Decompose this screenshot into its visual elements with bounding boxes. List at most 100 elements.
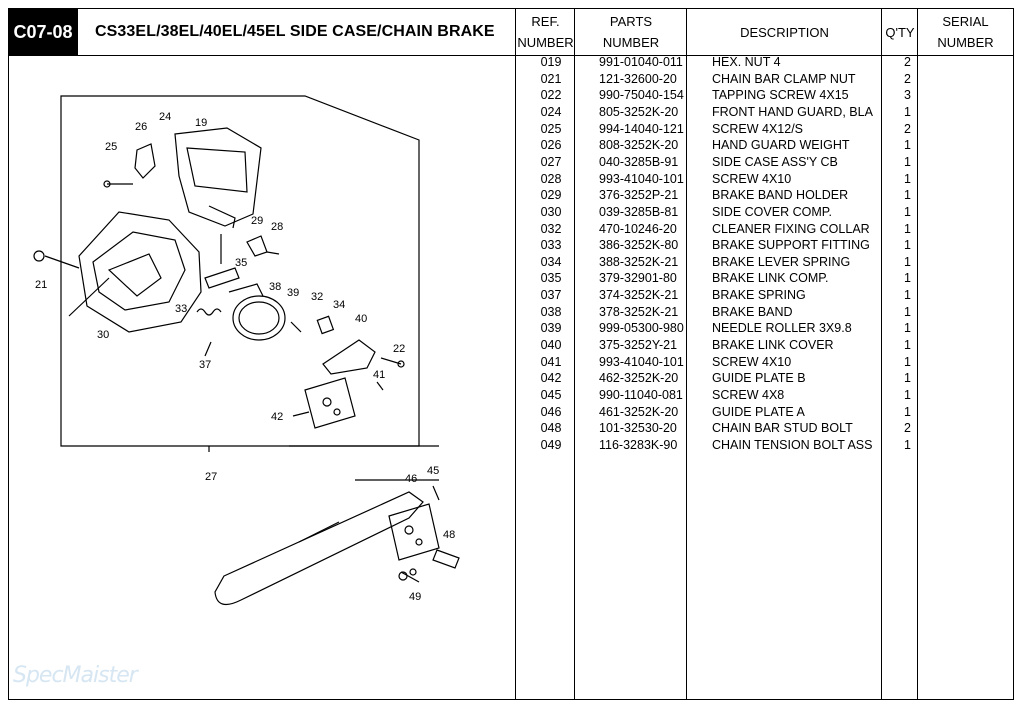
part-number-cell: 388-3252K-21 [599,254,679,269]
qty-cell: 2 [904,71,911,86]
qty-cell: 1 [904,238,911,253]
ref-number-cell: 034 [540,254,562,269]
callout-label: 46 [405,473,417,485]
part-number-cell: 990-75040-154 [599,88,684,103]
part-number-cell: 121-32600-20 [599,71,677,86]
callout-label: 32 [311,291,323,303]
description-cell: FRONT HAND GUARD, BLA [712,104,873,119]
part-number-cell: 040-3285B-91 [599,154,679,169]
qty-header: Q'TY [885,24,915,40]
hex-nut [33,250,45,262]
qty-cell: 1 [904,288,911,303]
qty-cell: 1 [904,371,911,386]
callout-label: 38 [269,281,281,293]
ref-number-cell: 033 [540,238,562,253]
ref-number-cell: 037 [540,288,562,303]
callout-label: 35 [235,257,247,269]
stud-bolt [432,549,460,569]
qty-cell: 1 [904,338,911,353]
ref-number-cell: 041 [540,354,562,369]
table-row: 030 039-3285B-81 SIDE COVER COMP. 1 [9,204,1009,221]
description-cell: CHAIN TENSION BOLT ASS [712,437,873,452]
guide-plate-a [388,503,440,561]
ref-number-cell: 029 [540,188,562,203]
qty-cell: 1 [904,354,911,369]
ref-number-cell: 025 [540,121,562,136]
description-cell: GUIDE PLATE A [712,404,805,419]
description-cell: SCREW 4X10 [712,171,792,186]
description-cell: BRAKE LINK COMP. [712,271,829,286]
part-number-cell: 999-05300-980 [599,321,684,336]
ref-header-line1: REF. [531,14,560,29]
callout-label: 19 [195,117,207,129]
callout-label: 34 [333,299,345,311]
ref-number-cell: 030 [540,204,562,219]
part-number-cell: 461-3252K-20 [599,404,679,419]
description-cell: CHAIN BAR STUD BOLT [712,421,853,436]
description-cell: CLEANER FIXING COLLAR [712,221,870,236]
parts-header-line1: PARTS [609,14,653,29]
part-number-cell: 805-3252K-20 [599,104,679,119]
qty-cell: 1 [904,388,911,402]
parts-header-line2: NUMBER [602,35,660,50]
page-title: CS33EL/38EL/40EL/45EL SIDE CASE/CHAIN BR… [95,23,495,40]
description-cell: BRAKE LEVER SPRING [712,254,851,269]
qty-cell: 2 [904,421,911,436]
callout-label: 41 [373,369,385,381]
table-row: 033 386-3252K-80 BRAKE SUPPORT FITTING 1 [9,237,1009,254]
part-number-cell: 386-3252K-80 [599,238,679,253]
qty-cell: 3 [904,88,911,103]
ref-number-cell: 048 [540,421,562,436]
part-number-cell: 375-3252Y-21 [599,338,678,353]
table-row: 034 388-3252K-21 BRAKE LEVER SPRING 1 [9,254,1009,271]
ref-number-cell: 042 [540,371,562,386]
description-cell: SIDE COVER COMP. [712,204,832,219]
column-divider [686,9,687,699]
part-number-cell: 378-3252K-21 [599,304,679,319]
ref-number-cell: 038 [540,304,562,319]
description-cell: CHAIN BAR CLAMP NUT [712,71,856,86]
part-number-cell: 993-41040-101 [599,171,684,186]
code-divider [9,9,78,56]
chain-bar [214,491,424,606]
ref-number-cell: 028 [540,171,562,186]
qty-cell: 2 [904,55,911,69]
part-number-cell: 991-01040-011 [599,55,683,69]
callout-label: 33 [175,303,187,315]
qty-cell: 1 [904,254,911,269]
section-code: C07-08 [9,9,77,55]
qty-cell: 1 [904,404,911,419]
part-number-cell: 374-3252K-21 [599,288,679,303]
part-number-cell: 470-10246-20 [599,221,677,236]
description-cell: HAND GUARD WEIGHT [712,138,850,153]
description-cell: GUIDE PLATE B [712,371,806,386]
part-number-cell: 101-32530-20 [599,421,677,436]
description-cell: SCREW 4X12/S [712,121,804,136]
part-number-cell: 994-14040-121 [599,121,684,136]
brake-link-cover [322,339,376,375]
qty-cell: 1 [904,188,911,203]
qty-cell: 1 [904,104,911,119]
description-cell: TAPPING SCREW 4X15 [712,88,849,103]
callout-label: 49 [409,591,421,603]
front-hand-guard [174,127,262,227]
description-cell: BRAKE SUPPORT FITTING [712,238,870,253]
guide-plate-b [304,377,356,429]
part-number-cell: 379-32901-80 [599,271,677,286]
header-bar: C07-08 CS33EL/38EL/40EL/45EL SIDE CASE/C… [9,9,1013,56]
part-number-cell: 039-3285B-81 [599,204,679,219]
qty-cell: 1 [904,437,911,452]
callout-label: 48 [443,529,455,541]
qty-cell: 1 [904,204,911,219]
